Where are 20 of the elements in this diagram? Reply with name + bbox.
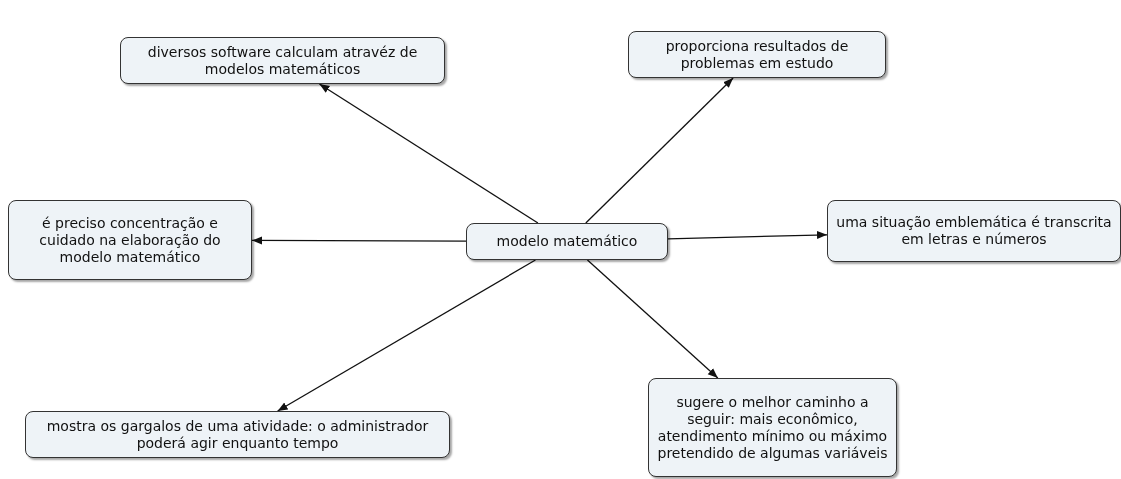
concept-box: [8, 200, 252, 280]
concept-text: uma situação emblemática é transcrita em letras e números: [835, 214, 1113, 248]
concept-box: [628, 31, 886, 78]
concept-box: [25, 411, 450, 458]
arrow: [318, 83, 539, 224]
concept-box: [827, 200, 1121, 262]
concept-box: [466, 223, 668, 260]
arrow: [251, 236, 467, 245]
concept-text: mostra os gargalos de uma atividade: o administrador poderá agir enquanto tempo: [45, 417, 430, 452]
arrow: [667, 231, 828, 240]
arrow: [586, 259, 719, 379]
arrow: [585, 77, 734, 224]
concept-text: diversos software calculam atravéz de modelos matemáticos: [146, 43, 419, 78]
concept-box: [648, 378, 897, 477]
concept-text: proporciona resultados de problemas em estudo: [664, 37, 850, 72]
concept-box: [120, 37, 445, 84]
concept-text: sugere o melhor caminho a seguir: mais econômico, atendimento mínimo ou máximo pretendido de algumas variáveis: [656, 393, 889, 462]
concept-text: é preciso concentração e cuidado na elaboração do modelo matemático: [38, 214, 222, 266]
arrow: [276, 259, 537, 412]
concept-text: modelo matemático: [496, 233, 638, 250]
